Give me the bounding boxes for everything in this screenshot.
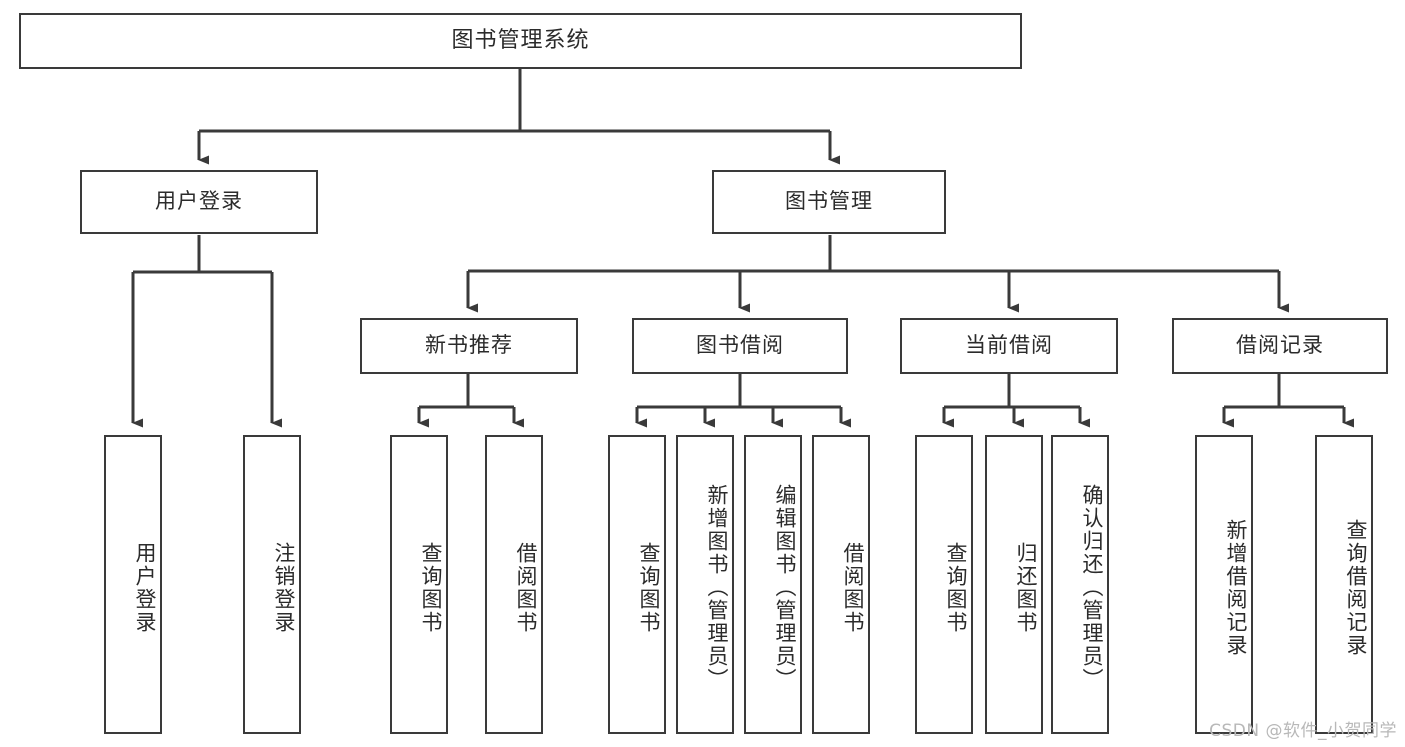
csdn-watermark: CSDN @软件_小贺同学 [1209,721,1397,741]
node-leaf-confirm-return-label: 确认归还（管理员） [1080,484,1104,691]
node-leaf-borrow-book-2-label: 借阅图书 [841,541,865,634]
node-leaf-query-book-3[interactable]: 查询图书 [915,435,973,734]
node-new-book-recommend-label: 新书推荐 [425,333,513,358]
node-leaf-query-book-1-label: 查询图书 [419,541,443,634]
node-leaf-user-login-label: 用户登录 [133,541,157,634]
node-book-manage-label: 图书管理 [785,189,873,214]
node-leaf-query-book-2[interactable]: 查询图书 [608,435,666,734]
node-borrow-record[interactable]: 借阅记录 [1172,318,1388,374]
node-leaf-add-record-label: 新增借阅记录 [1224,518,1248,657]
node-root-system[interactable]: 图书管理系统 [19,13,1022,69]
node-leaf-borrow-book-1-label: 借阅图书 [514,541,538,634]
node-leaf-query-book-3-label: 查询图书 [944,541,968,634]
node-book-borrow-label: 图书借阅 [696,333,784,358]
node-user-login[interactable]: 用户登录 [80,170,318,234]
node-current-borrow-label: 当前借阅 [965,333,1053,358]
node-leaf-confirm-return[interactable]: 确认归还（管理员） [1051,435,1109,734]
node-leaf-add-book[interactable]: 新增图书（管理员） [676,435,734,734]
node-book-borrow[interactable]: 图书借阅 [632,318,848,374]
node-new-book-recommend[interactable]: 新书推荐 [360,318,578,374]
node-leaf-edit-book-label: 编辑图书（管理员） [773,484,797,691]
node-leaf-borrow-book-2[interactable]: 借阅图书 [812,435,870,734]
node-leaf-user-logout[interactable]: 注销登录 [243,435,301,734]
node-user-login-label: 用户登录 [155,189,243,214]
node-leaf-edit-book[interactable]: 编辑图书（管理员） [744,435,802,734]
node-leaf-query-book-1[interactable]: 查询图书 [390,435,448,734]
node-leaf-user-login[interactable]: 用户登录 [104,435,162,734]
node-leaf-add-book-label: 新增图书（管理员） [705,484,729,691]
node-leaf-return-book[interactable]: 归还图书 [985,435,1043,734]
node-leaf-return-book-label: 归还图书 [1014,541,1038,634]
node-leaf-query-record[interactable]: 查询借阅记录 [1315,435,1373,734]
node-root-label: 图书管理系统 [451,27,590,53]
node-leaf-borrow-book-1[interactable]: 借阅图书 [485,435,543,734]
node-current-borrow[interactable]: 当前借阅 [900,318,1118,374]
node-leaf-query-book-2-label: 查询图书 [637,541,661,634]
node-borrow-record-label: 借阅记录 [1236,333,1324,358]
node-leaf-add-record[interactable]: 新增借阅记录 [1195,435,1253,734]
node-leaf-user-logout-label: 注销登录 [272,541,296,634]
node-book-manage[interactable]: 图书管理 [712,170,946,234]
node-leaf-query-record-label: 查询借阅记录 [1344,518,1368,657]
